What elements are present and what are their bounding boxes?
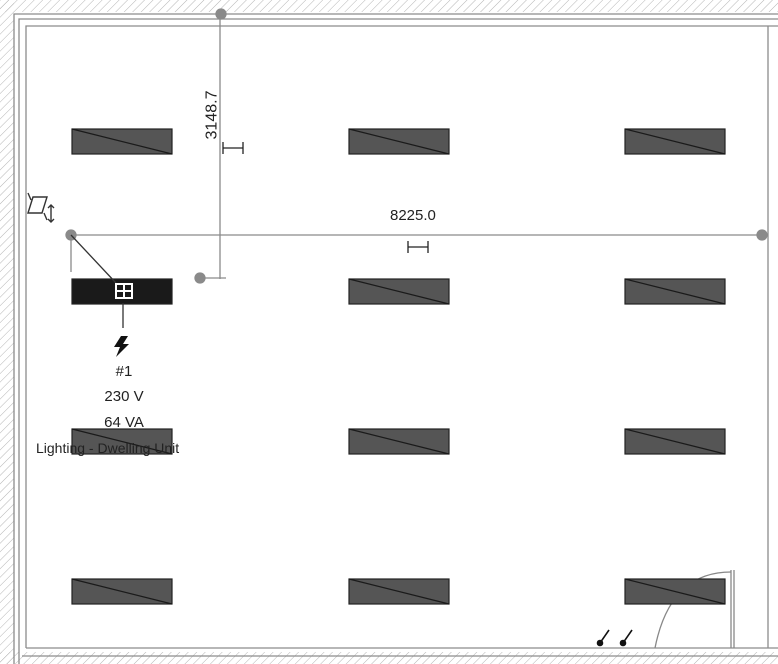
room-walls — [13, 13, 778, 664]
dimension-horizontal[interactable] — [65, 229, 768, 272]
light-fixture[interactable] — [348, 128, 450, 155]
electrical-power-icon — [114, 336, 129, 357]
move-rotate-handle-icon[interactable] — [27, 192, 55, 223]
dimension-vertical-value[interactable]: 3148.7 — [203, 90, 221, 140]
fixture-circuit-type: Lighting - Dwelling Unit — [36, 440, 180, 456]
light-fixture[interactable] — [71, 128, 173, 155]
light-fixture[interactable] — [71, 428, 173, 455]
light-fixture[interactable] — [624, 128, 726, 155]
light-fixture[interactable] — [624, 428, 726, 455]
dimension-horizontal-value[interactable]: 8225.0 — [390, 207, 436, 224]
fixture-voltage: 230 V — [104, 388, 144, 405]
light-fixture[interactable] — [71, 578, 173, 605]
light-fixture[interactable] — [348, 428, 450, 455]
light-fixture[interactable] — [624, 278, 726, 305]
dimension-vertical[interactable] — [194, 8, 244, 284]
fixture-circuit-number: #1 — [115, 363, 133, 380]
light-fixture[interactable] — [624, 578, 726, 605]
light-fixture[interactable] — [348, 278, 450, 305]
light-switch[interactable] — [596, 629, 633, 647]
selection-leader — [70, 234, 124, 328]
fixture-selected-crosshair-icon — [115, 283, 133, 299]
light-fixture[interactable] — [348, 578, 450, 605]
fixture-apparent-power: 64 VA — [104, 414, 144, 431]
